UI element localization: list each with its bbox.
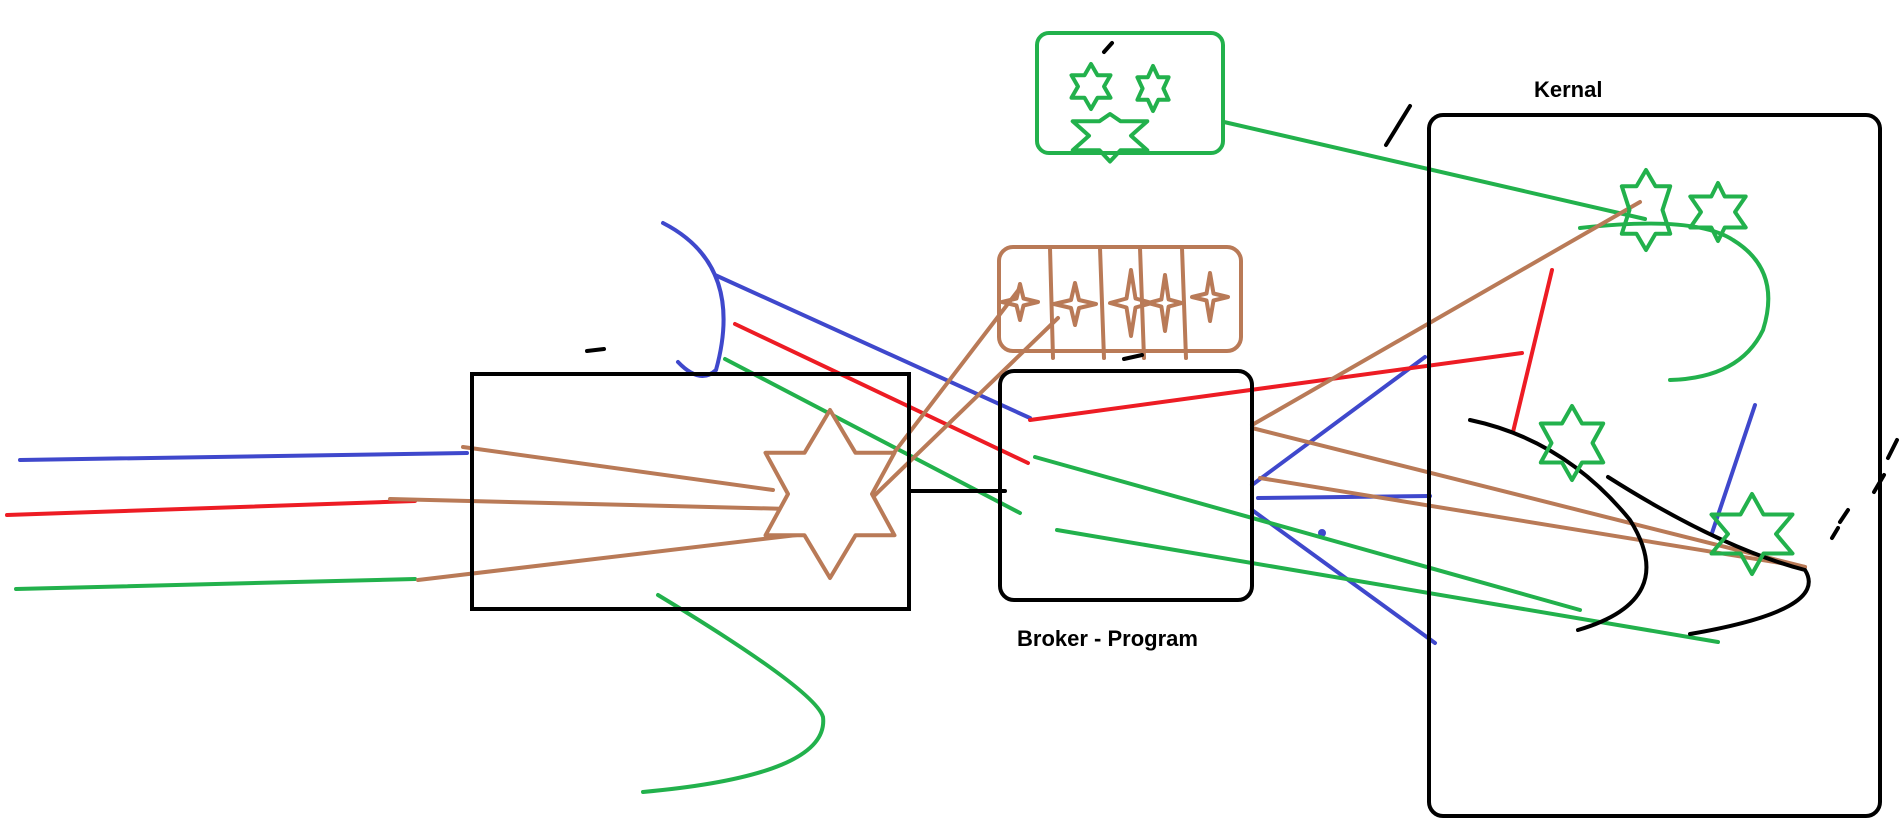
kernel-box [1427, 113, 1882, 818]
green-broker-line-2 [1055, 528, 1720, 644]
brown-strokes [388, 200, 1807, 582]
kernel-label: Kernal [1534, 77, 1602, 102]
red-input-line [5, 499, 417, 517]
blue-broker-down-line [1250, 508, 1437, 645]
six-point-star-icon [1538, 404, 1606, 482]
brown-slot-box [997, 245, 1243, 353]
black-mark-3 [1102, 41, 1114, 54]
green-line-to-broker [723, 357, 1022, 515]
brown-ray-2 [388, 497, 792, 511]
brown-broker-to-kernel-top-line [1250, 200, 1642, 427]
black-dash-3 [1838, 508, 1850, 524]
brown-broker-to-kernel-line-1 [1250, 426, 1807, 569]
brown-ray-1 [461, 445, 775, 492]
kernel-stars [1538, 168, 1795, 576]
blue-strokes [18, 221, 1757, 645]
cache-group [1035, 31, 1225, 164]
blue-dot [1318, 529, 1326, 537]
green-broker-line-1 [1033, 455, 1582, 612]
four-point-star-icon [1000, 282, 1040, 322]
black-dash-4 [1830, 526, 1840, 540]
six-point-star-icon [1070, 112, 1150, 164]
black-dash-2 [1872, 473, 1886, 494]
central-six-point-star-icon [763, 408, 897, 580]
brown-slot-divider-3 [1138, 246, 1146, 360]
green-lower-arc [641, 593, 826, 794]
blue-line-to-broker [713, 273, 1032, 420]
blue-broker-mid-line [1256, 494, 1432, 500]
four-point-star-icon [1190, 271, 1230, 323]
red-line-to-broker [733, 322, 1030, 465]
brown-ray-3 [416, 533, 799, 582]
black-mark-1 [585, 347, 606, 353]
six-point-star-icon [1709, 492, 1795, 576]
black-strokes [470, 41, 1899, 818]
four-point-star-icon [1108, 268, 1154, 338]
four-point-star-icon [1052, 281, 1098, 327]
brown-slot-divider-1 [1048, 246, 1055, 360]
blue-broker-up-line [1250, 355, 1427, 487]
blue-arc [661, 221, 726, 378]
red-broker-to-kernel-line [1028, 351, 1524, 422]
six-point-star-icon [1069, 62, 1113, 111]
brown-star-to-slots-line-2 [873, 316, 1060, 497]
green-cache-to-kernel-line [1222, 120, 1647, 221]
six-point-star-icon [1619, 168, 1673, 252]
six-point-star-icon [1135, 64, 1171, 113]
broker-program-box [998, 369, 1254, 602]
black-dash-1 [1886, 438, 1899, 460]
six-point-star-icon [1688, 181, 1748, 243]
broker-program-label: Broker - Program [1017, 626, 1198, 651]
four-point-star-icon [1146, 273, 1184, 333]
red-strokes [5, 268, 1554, 517]
blue-input-line [18, 451, 469, 462]
black-mark-4 [1384, 104, 1412, 147]
green-kernel-arc [1578, 221, 1771, 382]
black-kernel-arc-2 [1606, 475, 1811, 636]
black-kernel-arc-1 [1468, 418, 1649, 632]
black-mark-2 [1122, 353, 1144, 361]
green-cache-box [1035, 31, 1225, 155]
slots-group [997, 245, 1243, 353]
green-input-line [14, 577, 417, 591]
blue-kernel-line [1710, 403, 1757, 535]
red-kernel-line [1511, 268, 1554, 434]
brown-slot-divider-2 [1098, 246, 1106, 360]
